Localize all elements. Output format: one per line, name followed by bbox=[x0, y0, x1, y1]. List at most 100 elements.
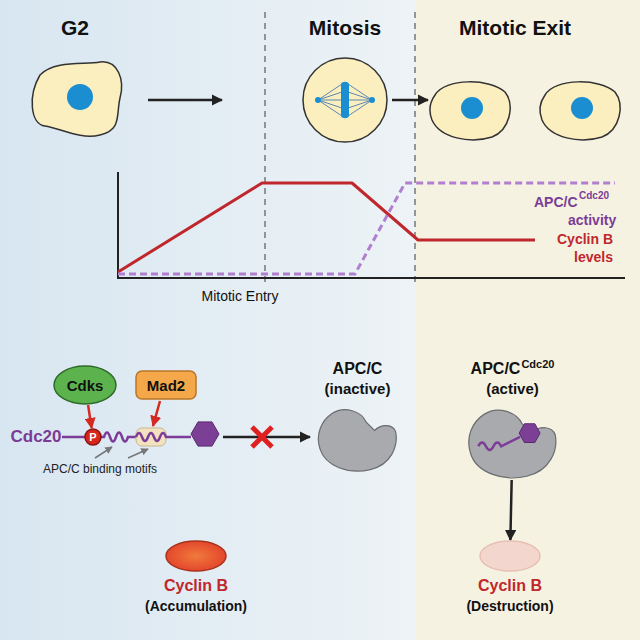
apcc-complex-shape bbox=[465, 405, 560, 480]
cyclin-b-ellipse bbox=[166, 541, 226, 571]
apcc-activity-curve bbox=[118, 183, 615, 274]
mitotic-cell bbox=[345, 82, 372, 100]
cyclin-b-ellipse: Cyclin B(Destruction) bbox=[479, 540, 541, 572]
mad2-box: Mad2 bbox=[135, 370, 197, 400]
mitotic-cell bbox=[318, 82, 345, 100]
phase-heading: G2 bbox=[61, 15, 89, 40]
mitotic-cell bbox=[318, 100, 345, 109]
caption-line: Cyclin B bbox=[466, 576, 553, 596]
protein-name: Cdc20 bbox=[10, 427, 61, 447]
mitotic-cell bbox=[303, 58, 387, 142]
apcc-complex-shape bbox=[315, 405, 400, 473]
phase-heading: Mitotic Exit bbox=[459, 15, 571, 40]
caption-line: (active) bbox=[471, 379, 555, 399]
node-caption: APC/C (inactive) bbox=[325, 359, 391, 399]
cyclin-b-ellipse bbox=[480, 541, 540, 571]
phase-heading: Mitosis bbox=[309, 15, 381, 40]
connector-arrow bbox=[510, 480, 511, 540]
node-text-holder: Mad2 bbox=[135, 370, 197, 400]
mitotic-cell bbox=[315, 97, 321, 103]
mitotic-cell bbox=[345, 100, 372, 109]
daughter-cell bbox=[461, 97, 483, 119]
g2-cell bbox=[32, 62, 121, 136]
kinase-ellipse: Cdks bbox=[53, 365, 117, 405]
g2-cell bbox=[32, 62, 121, 136]
mitotic-cell bbox=[345, 100, 372, 101]
cyclin-b-ellipse-shape bbox=[479, 540, 541, 572]
cdc20-protein bbox=[136, 433, 191, 441]
caption-line: APC/CCdc20 bbox=[471, 358, 555, 379]
mitotic-cell bbox=[303, 58, 387, 142]
node-label: Cyclin B bbox=[478, 577, 542, 594]
cyclin-b-curve bbox=[118, 183, 535, 272]
motif-label: APC/C binding motifs bbox=[43, 462, 157, 476]
node-text-holder: Cdks bbox=[53, 365, 117, 405]
cyclin-b-ellipse-shape bbox=[165, 540, 227, 572]
curve-label: Cyclin B levels bbox=[541, 230, 613, 266]
curve-label: APC/C bbox=[534, 194, 578, 211]
motif-pointer bbox=[95, 447, 148, 458]
node-caption: Cyclin B (Destruction) bbox=[466, 576, 553, 616]
cyclin-b-curve bbox=[118, 183, 535, 272]
mad2-box bbox=[136, 371, 196, 399]
phase-arrow bbox=[392, 99, 428, 102]
node-label: Cyclin B bbox=[164, 577, 228, 594]
caption-line: (Destruction) bbox=[466, 596, 553, 616]
node-label: APC/C bbox=[471, 360, 521, 377]
bound-cdc20 bbox=[519, 424, 540, 443]
phospho-circle: P bbox=[84, 428, 102, 446]
curve-label: activity bbox=[568, 212, 616, 229]
apcc-complex bbox=[318, 410, 396, 471]
curve-label-superscript: Cdc20 bbox=[579, 190, 609, 202]
connector-arrow bbox=[88, 405, 92, 428]
daughter-cell bbox=[430, 82, 620, 140]
mitotic-cell bbox=[341, 82, 349, 118]
cdc20-protein bbox=[136, 428, 166, 446]
node-label: P bbox=[89, 431, 96, 443]
blocked-binding-arrow bbox=[252, 427, 272, 447]
mitotic-cell bbox=[369, 97, 375, 103]
mitotic-cell bbox=[318, 100, 345, 118]
phase-arrow bbox=[148, 99, 222, 102]
daughter-cell bbox=[571, 97, 593, 119]
caption-line: APC/C bbox=[325, 359, 391, 379]
phase-divider bbox=[414, 12, 416, 282]
node-label: (active) bbox=[486, 380, 539, 397]
motif-pointer bbox=[95, 447, 112, 458]
mad2-binding-arrow bbox=[153, 401, 160, 426]
caption-line: (Accumulation) bbox=[145, 596, 247, 616]
apcc-activity-curve bbox=[118, 183, 615, 274]
node-label: Cdks bbox=[67, 377, 104, 394]
node-label: APC/C bbox=[333, 360, 383, 377]
node-label: Cdc20 bbox=[521, 358, 554, 370]
cdc20-protein bbox=[62, 422, 219, 446]
caption-line: Cyclin B bbox=[145, 576, 247, 596]
node-label: (Accumulation) bbox=[145, 598, 247, 614]
graph-axes bbox=[118, 172, 625, 278]
axis-label: Mitotic Entry bbox=[201, 288, 278, 305]
cdc20-protein bbox=[191, 422, 219, 446]
mitotic-cell bbox=[345, 91, 372, 100]
kinase-ellipse bbox=[54, 366, 116, 404]
g2-cell bbox=[67, 84, 93, 110]
node-caption: Cyclin B (Accumulation) bbox=[145, 576, 247, 616]
apcc-complex: APC/C(inactive) bbox=[315, 405, 400, 473]
background bbox=[0, 0, 415, 640]
phase-divider bbox=[265, 12, 415, 282]
mad2-binding-arrow bbox=[153, 401, 160, 426]
mitotic-cell bbox=[345, 100, 372, 118]
apcc-complex bbox=[469, 410, 556, 478]
node-label: (inactive) bbox=[325, 380, 391, 397]
node-label: Mad2 bbox=[147, 377, 185, 394]
caption-line: (inactive) bbox=[325, 379, 391, 399]
node-caption: APC/CCdc20(active) bbox=[471, 358, 555, 399]
node-label: (Destruction) bbox=[466, 598, 553, 614]
node-text-holder: P bbox=[84, 428, 102, 446]
daughter-cell bbox=[540, 82, 620, 140]
graph-axes bbox=[118, 172, 625, 278]
cyclin-b-ellipse: Cyclin B(Accumulation) bbox=[165, 540, 227, 572]
blocked-binding-arrow bbox=[252, 427, 272, 447]
